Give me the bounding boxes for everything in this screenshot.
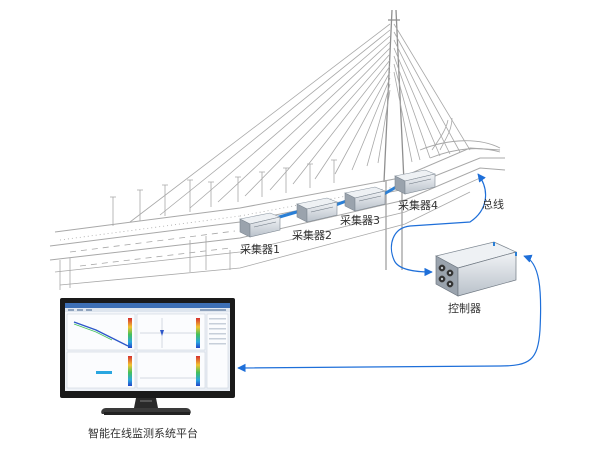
collector-device-icon [239, 212, 281, 238]
collector-2-label: 采集器2 [292, 229, 332, 242]
platform-label: 智能在线监测系统平台 [88, 427, 198, 440]
monitor-icon [60, 298, 235, 415]
bridge-illustration [49, 9, 506, 290]
platform-link-line [237, 254, 542, 373]
collector-device-icon [344, 186, 386, 212]
collector-1-label: 采集器1 [240, 243, 280, 256]
collector-device-icon [394, 169, 436, 195]
collector-device-icon [296, 197, 338, 223]
controller-device-icon [435, 241, 518, 297]
controller-label: 控制器 [448, 302, 481, 315]
collector-4-label: 采集器4 [398, 199, 438, 212]
bus-label: 总线 [482, 198, 504, 211]
collector-3-label: 采集器3 [340, 214, 380, 227]
